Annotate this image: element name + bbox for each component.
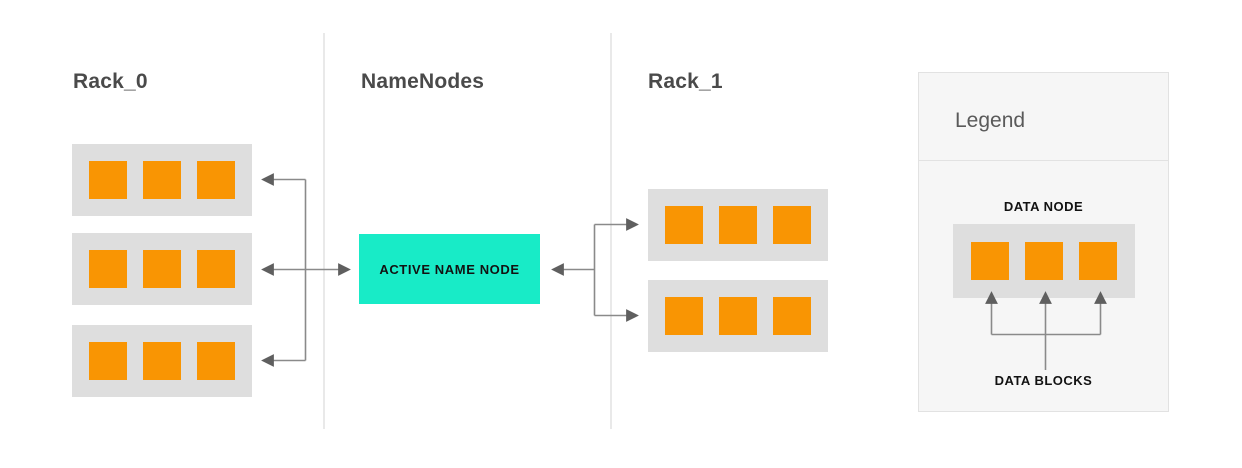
data-block-icon xyxy=(773,297,811,335)
legend-panel: Legend DATA NODE DATA BLOCKS xyxy=(918,72,1169,412)
namenodes-title: NameNodes xyxy=(361,70,485,93)
section-divider xyxy=(323,33,325,429)
rack0-title: Rack_0 xyxy=(73,70,148,93)
section-divider xyxy=(610,33,612,429)
data-block-icon xyxy=(89,161,127,199)
data-block-icon xyxy=(719,297,757,335)
data-block-icon xyxy=(143,161,181,199)
rack0-namenode-connector xyxy=(261,173,351,367)
rack0-data-node xyxy=(72,325,252,397)
active-name-node-label: ACTIVE NAME NODE xyxy=(379,261,520,277)
rack1-data-node xyxy=(648,280,828,352)
rack1-data-node xyxy=(648,189,828,261)
data-block-icon xyxy=(197,342,235,380)
data-block-icon xyxy=(665,206,703,244)
legend-data-node-label: DATA NODE xyxy=(1003,199,1084,214)
data-block-icon xyxy=(773,206,811,244)
data-block-icon xyxy=(665,297,703,335)
data-block-icon xyxy=(719,206,757,244)
rack1-title: Rack_1 xyxy=(648,70,723,93)
data-block-icon xyxy=(1079,242,1117,280)
rack0-data-node xyxy=(72,144,252,216)
data-block-icon xyxy=(1025,242,1063,280)
data-block-icon xyxy=(89,250,127,288)
data-block-icon xyxy=(89,342,127,380)
legend-data-blocks-label: DATA BLOCKS xyxy=(994,373,1093,388)
legend-header: Legend xyxy=(919,73,1168,161)
data-block-icon xyxy=(197,250,235,288)
active-name-node: ACTIVE NAME NODE xyxy=(359,234,540,304)
data-block-icon xyxy=(971,242,1009,280)
data-block-icon xyxy=(197,161,235,199)
rack0-data-node xyxy=(72,233,252,305)
legend-title: Legend xyxy=(955,108,1026,132)
data-block-icon xyxy=(143,342,181,380)
namenode-rack1-connector xyxy=(551,218,639,322)
data-block-icon xyxy=(143,250,181,288)
legend-data-node xyxy=(953,224,1135,298)
